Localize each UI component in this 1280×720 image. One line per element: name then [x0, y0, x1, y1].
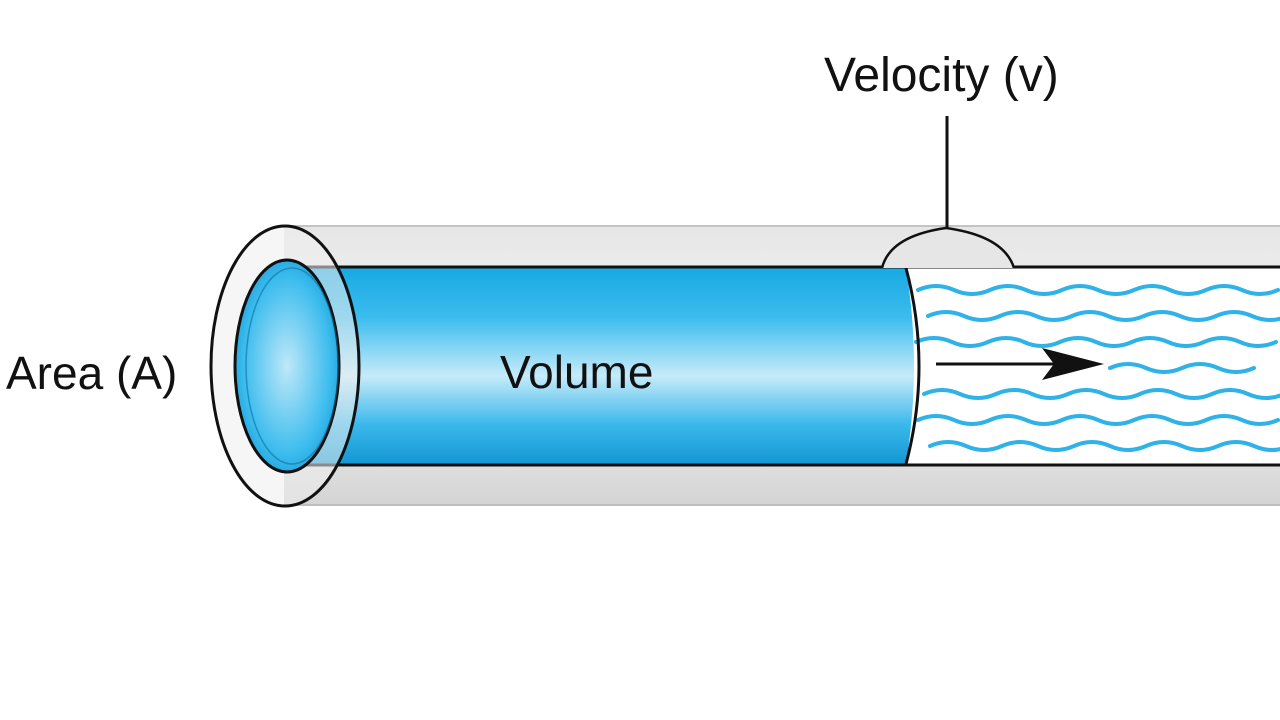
water-volume-cylinder	[284, 267, 921, 465]
inner-pipe-outline	[284, 265, 1280, 467]
water-ripples	[914, 284, 1280, 452]
area-label: Area (A)	[6, 347, 178, 399]
flow-arrow-icon	[936, 348, 1104, 380]
volume-label: Volume	[500, 346, 654, 398]
pipe-end-cross-section	[209, 224, 361, 508]
velocity-label: Velocity (v)	[824, 49, 1059, 102]
